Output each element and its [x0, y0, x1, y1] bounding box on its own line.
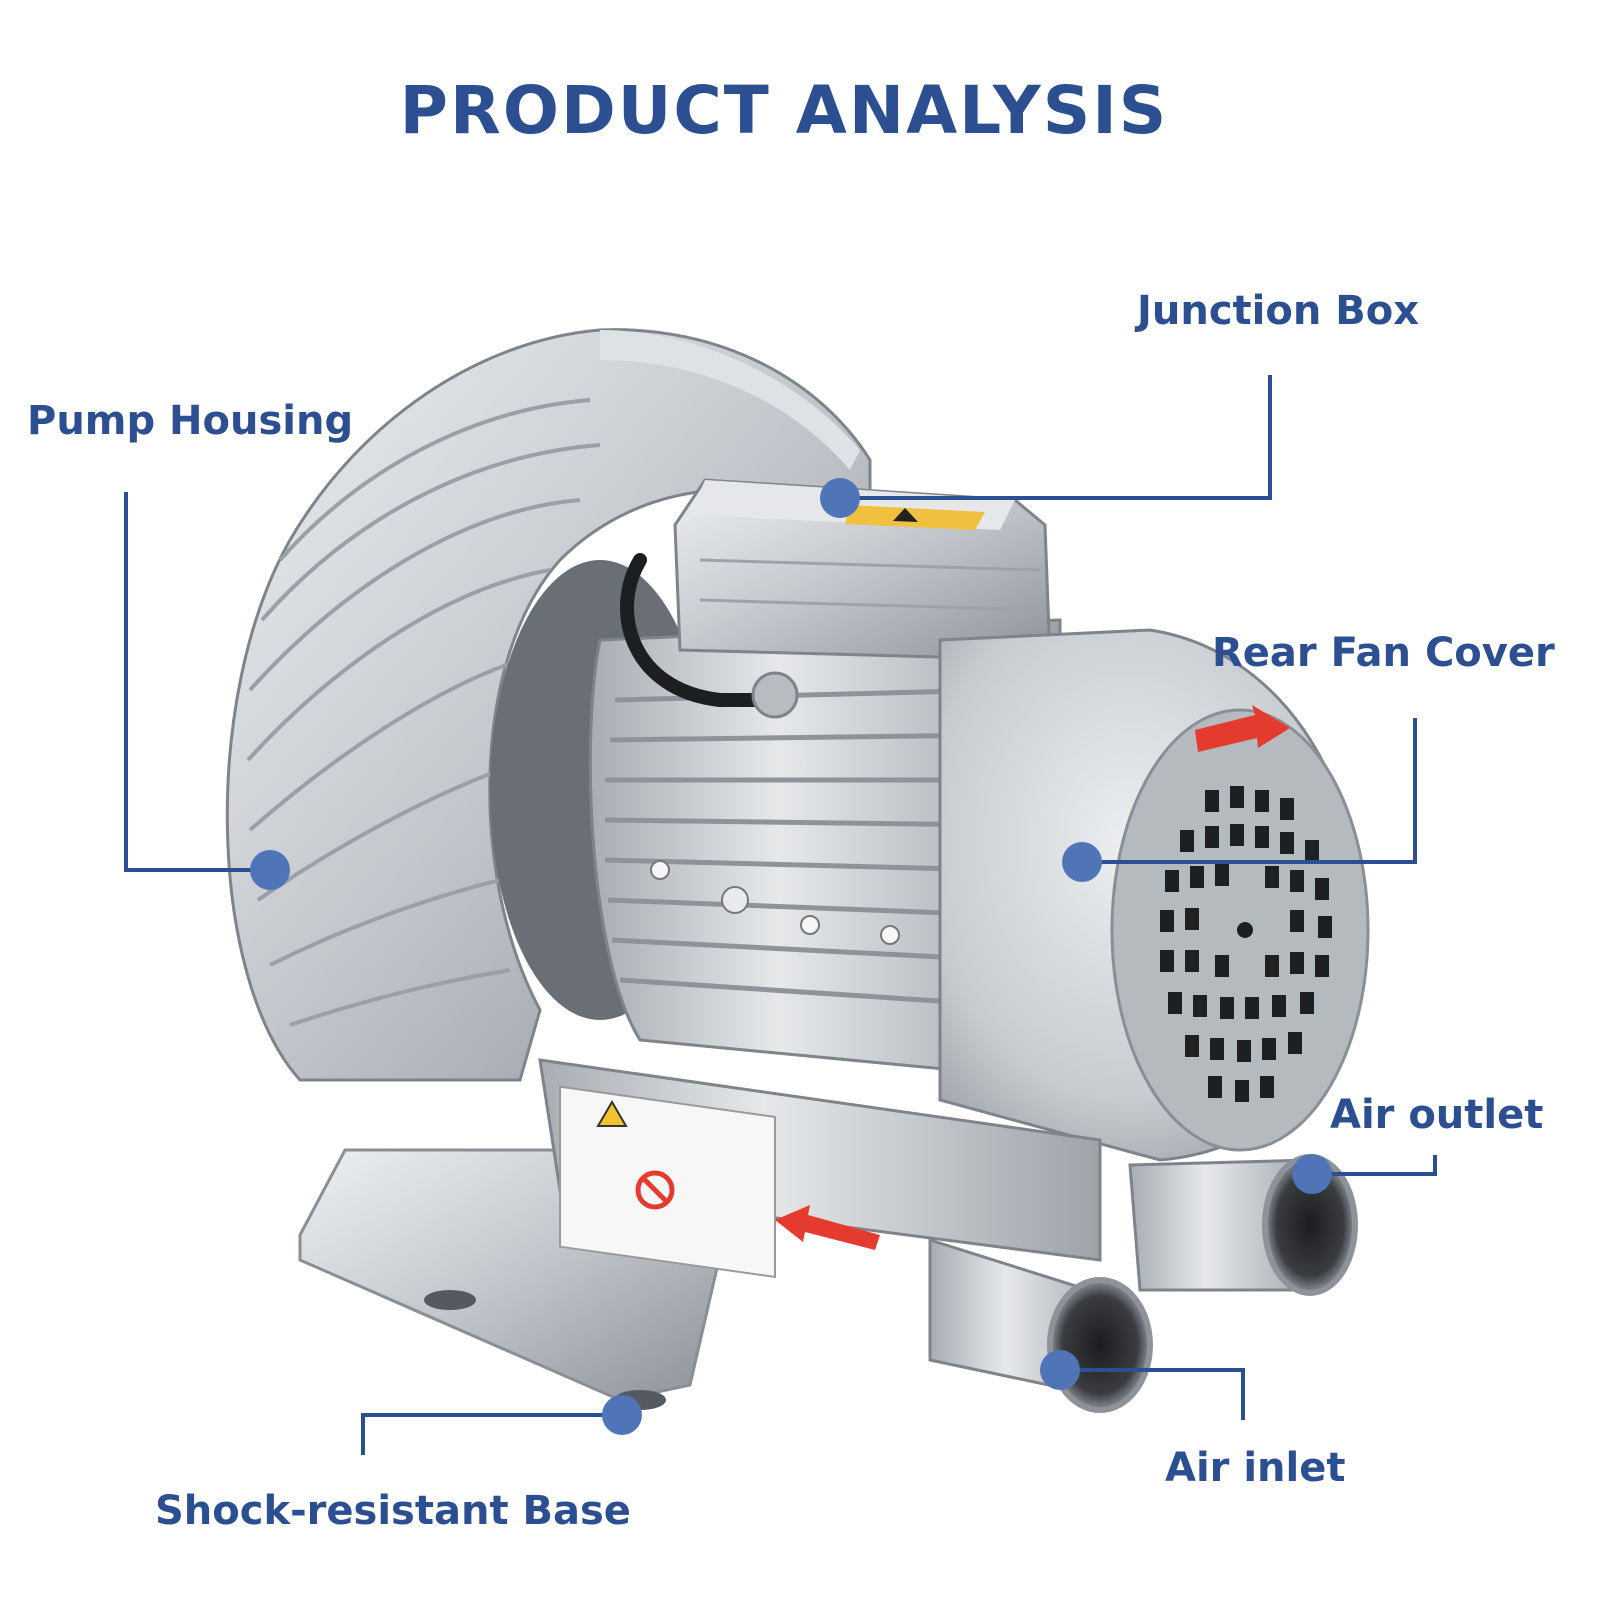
callout-dot-pump-housing [250, 850, 290, 890]
leader-line-air-inlet [1060, 1368, 1245, 1420]
callout-dot-shock-base [602, 1395, 642, 1435]
base-mount-hole [424, 1290, 476, 1310]
air-inlet-pipe [928, 1237, 1153, 1413]
power-cable [620, 553, 767, 707]
callout-label-pump-housing: Pump Housing [27, 398, 354, 444]
fan-grille [1160, 786, 1332, 1102]
callout-label-air-inlet: Air inlet [1165, 1445, 1346, 1491]
callout-label-shock-base: Shock-resistant Base [155, 1488, 631, 1534]
callout-dot-air-inlet [1040, 1350, 1080, 1390]
leader-line-shock-base [361, 1413, 622, 1455]
warning-sticker [845, 505, 985, 530]
leader-line-pump-housing [124, 492, 270, 872]
motor-bolt [800, 915, 820, 935]
callout-label-rear-fan-cover: Rear Fan Cover [1212, 630, 1555, 676]
callout-dot-junction-box [820, 478, 860, 518]
leader-line-junction-box [840, 375, 1272, 500]
rear-fan-cover-shape [938, 628, 1370, 1162]
callout-label-junction-box: Junction Box [1137, 288, 1420, 334]
motor-bolt [880, 925, 900, 945]
leader-line-rear-fan-cover [1082, 718, 1417, 864]
flow-arrow-icon [775, 1205, 880, 1250]
motor-bolt [650, 860, 670, 880]
motor-bolt [721, 886, 749, 914]
rotation-arrow-icon [1195, 705, 1290, 752]
manifold [538, 1058, 1102, 1279]
page-title: PRODUCT ANALYSIS [399, 72, 1169, 149]
air-outlet-pipe [1128, 1154, 1358, 1296]
callout-label-air-outlet: Air outlet [1330, 1092, 1544, 1138]
leader-line-air-outlet [1312, 1155, 1437, 1176]
cable-gland [751, 671, 799, 719]
callout-dot-air-outlet [1292, 1154, 1332, 1194]
callout-dot-rear-fan-cover [1062, 842, 1102, 882]
